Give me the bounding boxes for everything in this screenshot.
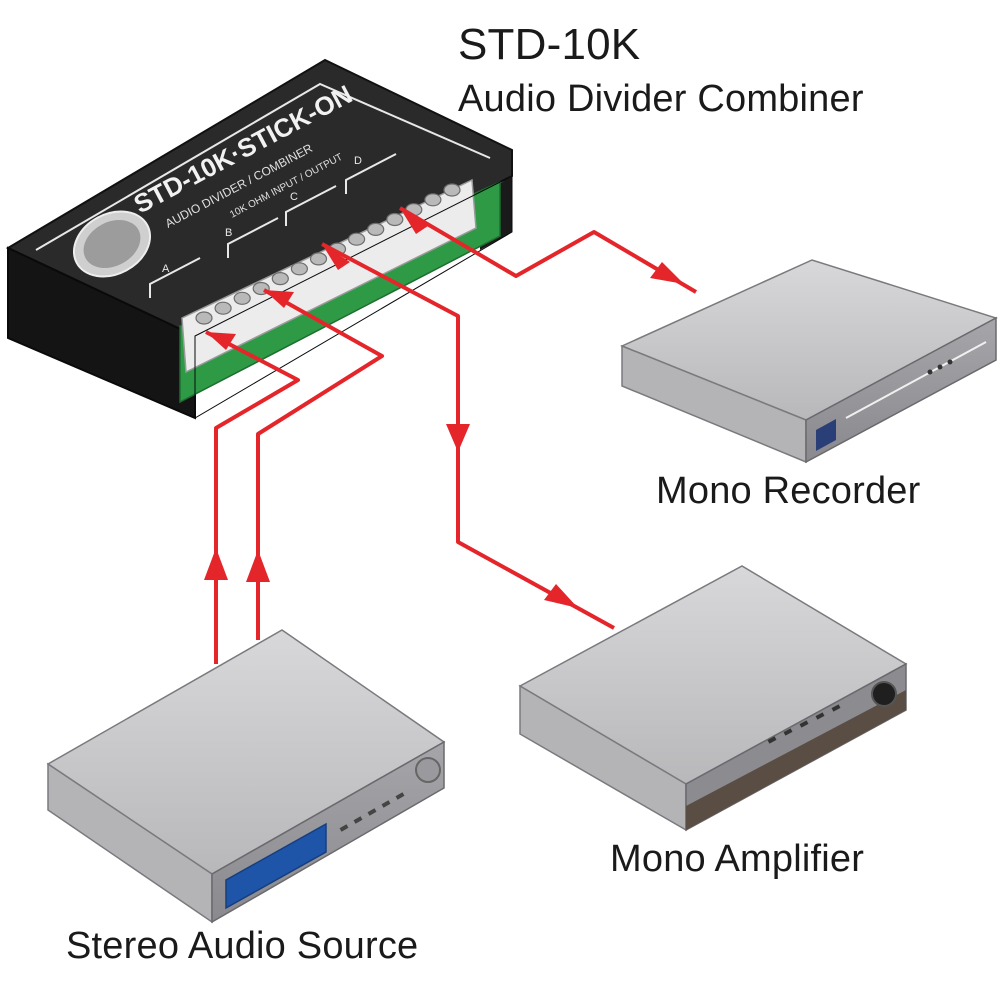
channel-letter-b: B <box>225 227 232 239</box>
screw-terminal <box>271 272 289 286</box>
screw-terminal <box>424 193 442 207</box>
arrow-out-terminal-d <box>400 208 428 234</box>
screw-terminal <box>309 252 328 266</box>
channel-brackets <box>149 153 397 298</box>
screw-terminal <box>214 301 232 315</box>
channel-letter-a: A <box>162 263 170 275</box>
arrow-to-recorder <box>650 262 684 284</box>
signal-source-left <box>205 330 300 664</box>
screw-terminal <box>195 311 213 325</box>
signal-to-recorder <box>398 206 698 294</box>
signal-source-right <box>256 288 384 640</box>
source-display <box>225 822 327 910</box>
mono-amplifier-label: Mono Amplifier <box>610 838 865 880</box>
screw-terminal <box>443 183 461 197</box>
std-10k-device: STD-10K·STICK-ON AUDIO DIVIDER / COMBINE… <box>5 58 513 420</box>
screw-terminal <box>367 222 385 236</box>
screw-terminals <box>195 183 461 325</box>
screw-terminal <box>290 262 308 276</box>
screw-terminal <box>348 232 366 246</box>
arrow-up-left <box>204 548 228 580</box>
channel-letter-d: D <box>354 155 362 167</box>
signal-arrows <box>204 208 684 608</box>
arrow-into-terminal-b <box>264 290 294 308</box>
mono-amplifier-unit <box>518 565 908 832</box>
stereo-source-label: Stereo Audio Source <box>66 925 419 967</box>
screw-terminal <box>233 291 251 305</box>
channel-letter-c: C <box>290 191 298 203</box>
mono-recorder-label: Mono Recorder <box>656 470 921 512</box>
rdl-logo <box>72 210 152 278</box>
product-model-title: STD-10K <box>458 20 641 69</box>
product-description-title: Audio Divider Combiner <box>458 78 864 120</box>
arrow-up-right <box>246 550 270 582</box>
arrow-down-amplifier <box>446 424 470 452</box>
mono-recorder-unit <box>620 259 998 464</box>
stereo-source-unit <box>46 629 446 924</box>
source-knob <box>415 757 441 783</box>
arrow-into-terminal-a <box>206 332 236 350</box>
amplifier-knob <box>871 681 897 707</box>
arrow-out-terminal-c <box>322 244 350 270</box>
recorder-display <box>816 419 836 451</box>
arrow-to-amplifier <box>544 584 578 608</box>
screw-terminal <box>386 212 404 227</box>
